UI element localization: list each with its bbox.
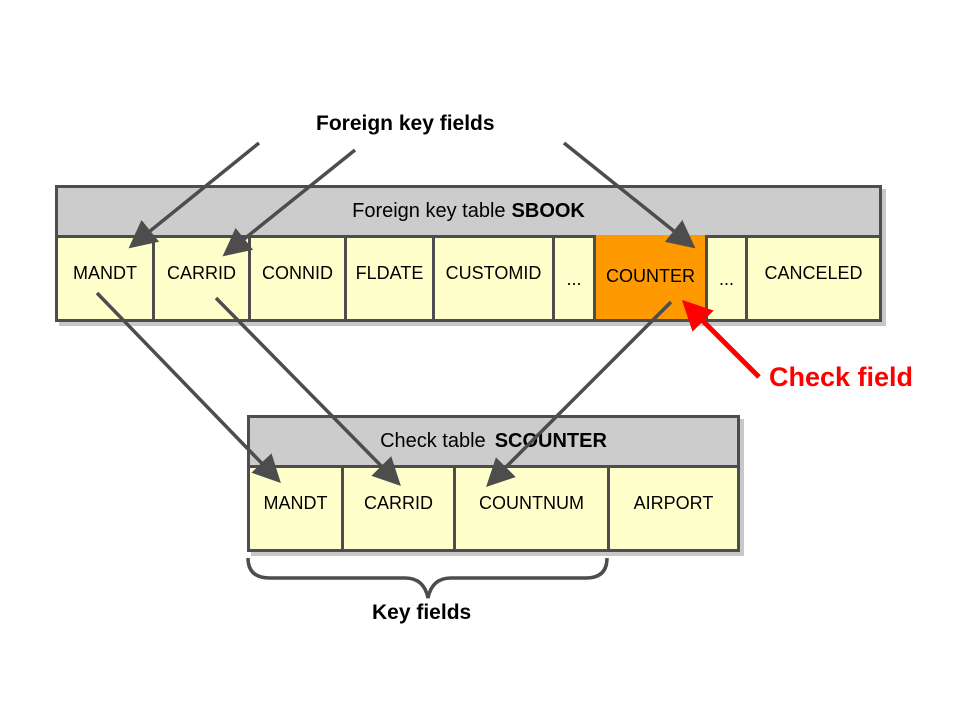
relation-arrow-mandt <box>95 291 281 484</box>
key-fields-brace <box>246 557 609 599</box>
foreign-key-fields-label: Foreign key fields <box>316 112 495 135</box>
fk-arrow-carrid <box>222 148 357 257</box>
foreign-key-table-sbook: Foreign key table SBOOK MANDT CARRID CON… <box>55 185 882 322</box>
fk-arrow-counter <box>562 141 696 249</box>
sbook-field-customid: CUSTOMID <box>435 235 555 319</box>
key-fields-label: Key fields <box>372 601 472 624</box>
scounter-field-airport: AIRPORT <box>633 492 714 513</box>
relation-arrow-counter-countnum <box>486 300 673 487</box>
sbook-field-ellipsis-1: ... <box>555 235 596 319</box>
relation-arrow-carrid <box>214 296 401 486</box>
foreign-key-table-title: Foreign key table <box>352 200 506 222</box>
sbook-field-canceled: CANCELED <box>764 262 863 283</box>
scounter-field-countnum: COUNTNUM <box>456 465 610 549</box>
scounter-field-carrid: CARRID <box>344 465 456 549</box>
check-field-label: Check field <box>769 362 914 392</box>
check-table-title: Check table <box>380 430 486 452</box>
fk-arrow-mandt <box>128 141 261 249</box>
check-field-arrow <box>681 299 761 379</box>
sbook-field-connid: CONNID <box>251 235 347 319</box>
foreign-key-table-name: SBOOK <box>511 200 585 222</box>
sbook-field-fldate: FLDATE <box>347 235 435 319</box>
scounter-field-mandt: MANDT <box>250 465 344 549</box>
check-table-name: SCOUNTER <box>494 430 607 452</box>
sbook-field-mandt: MANDT <box>58 235 155 319</box>
sbook-field-ellipsis-2: ... <box>708 235 748 319</box>
sbook-field-carrid: CARRID <box>155 235 251 319</box>
